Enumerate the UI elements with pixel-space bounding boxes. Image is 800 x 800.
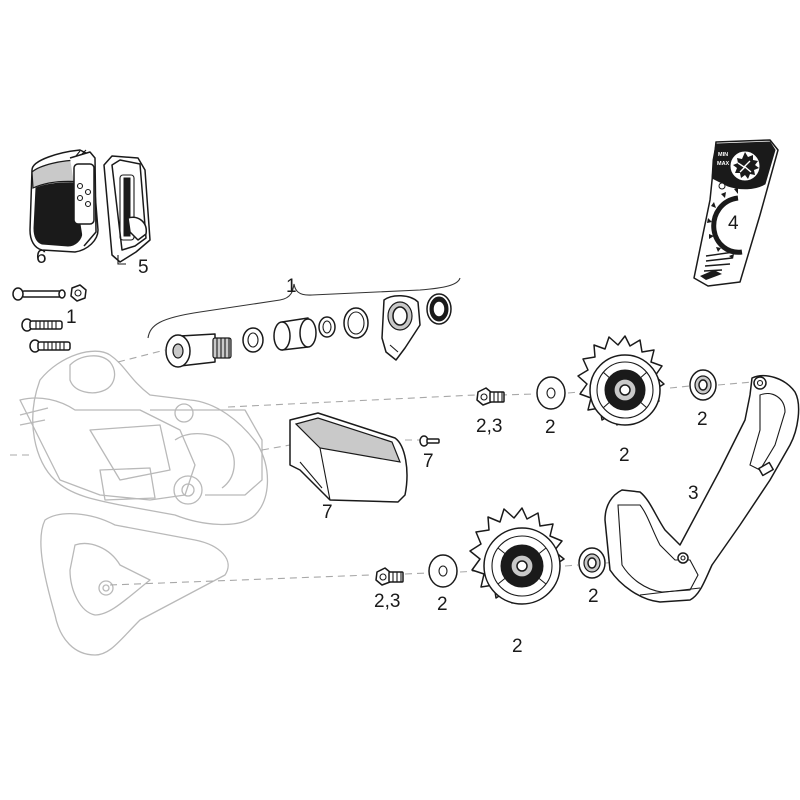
sticker-max-label: MAX xyxy=(717,161,730,167)
small-nut xyxy=(70,284,87,302)
battery-cover-part xyxy=(103,155,151,265)
battery-part xyxy=(29,149,99,253)
cage-guard-part xyxy=(289,412,408,503)
upper-jockey-wheel xyxy=(577,335,665,426)
sticker-min-label: MIN xyxy=(718,152,728,158)
knuckle-seal-ring xyxy=(426,293,452,325)
guard-screw-part xyxy=(419,435,440,447)
lower-pulley-washer xyxy=(428,554,458,588)
pivot-washer-a xyxy=(242,327,264,353)
sticker-fine-print xyxy=(703,251,735,272)
callout-lower-washer: 2 xyxy=(437,594,448,615)
pivot-sleeve xyxy=(273,317,317,351)
sticker-cog-icon xyxy=(729,150,761,182)
inner-cage-plate-part xyxy=(604,374,800,603)
long-pin-bolt xyxy=(12,287,66,301)
callout-guard: 7 xyxy=(322,502,333,523)
callout-upper-spacer: 2 xyxy=(697,409,708,430)
callout-b-knuckle-group: 1 xyxy=(286,276,297,297)
setup-sticker-part: MIN MAX xyxy=(693,139,779,287)
upper-pulley-washer xyxy=(536,376,566,410)
callout-battery: 6 xyxy=(36,247,47,268)
b-knuckle-bolt-group xyxy=(165,293,452,368)
callout-battery-cover: 5 xyxy=(138,257,149,278)
upper-pulley-bolt xyxy=(476,387,505,406)
callout-sticker: 4 xyxy=(728,213,739,234)
lower-pulley-spacer xyxy=(578,547,606,579)
sticker-brand-mark xyxy=(700,270,722,280)
lower-pulley-bolt xyxy=(375,567,404,586)
callout-upper-bolt: 2,3 xyxy=(476,416,502,437)
threaded-bolt-upper xyxy=(21,318,63,332)
b-knuckle-link xyxy=(381,295,421,361)
callout-mounting-bolts: 1 xyxy=(66,307,77,328)
sticker-chainring-icon xyxy=(707,182,743,259)
callout-upper-washer: 2 xyxy=(545,417,556,438)
group-bracket xyxy=(147,277,461,339)
mounting-bolts-part xyxy=(12,284,87,353)
lower-jockey-wheel xyxy=(469,507,565,605)
main-pivot-bolt xyxy=(165,333,232,368)
upper-pulley-spacer xyxy=(689,369,717,401)
callout-cage-plate: 3 xyxy=(688,483,699,504)
threaded-bolt-lower xyxy=(29,339,71,353)
callout-guard-screw: 7 xyxy=(423,451,434,472)
callout-lower-bolt: 2,3 xyxy=(374,591,400,612)
callout-lower-pulley: 2 xyxy=(512,636,523,657)
callout-lower-spacer: 2 xyxy=(588,586,599,607)
pivot-o-ring xyxy=(343,307,369,339)
callout-labels: 6 5 4 1 1 2,3 2 2 2 3 7 7 2,3 2 2 2 xyxy=(36,213,739,657)
callout-upper-pulley: 2 xyxy=(619,445,630,466)
pivot-washer-b xyxy=(318,316,336,338)
ghost-derailleur-body xyxy=(19,350,269,656)
